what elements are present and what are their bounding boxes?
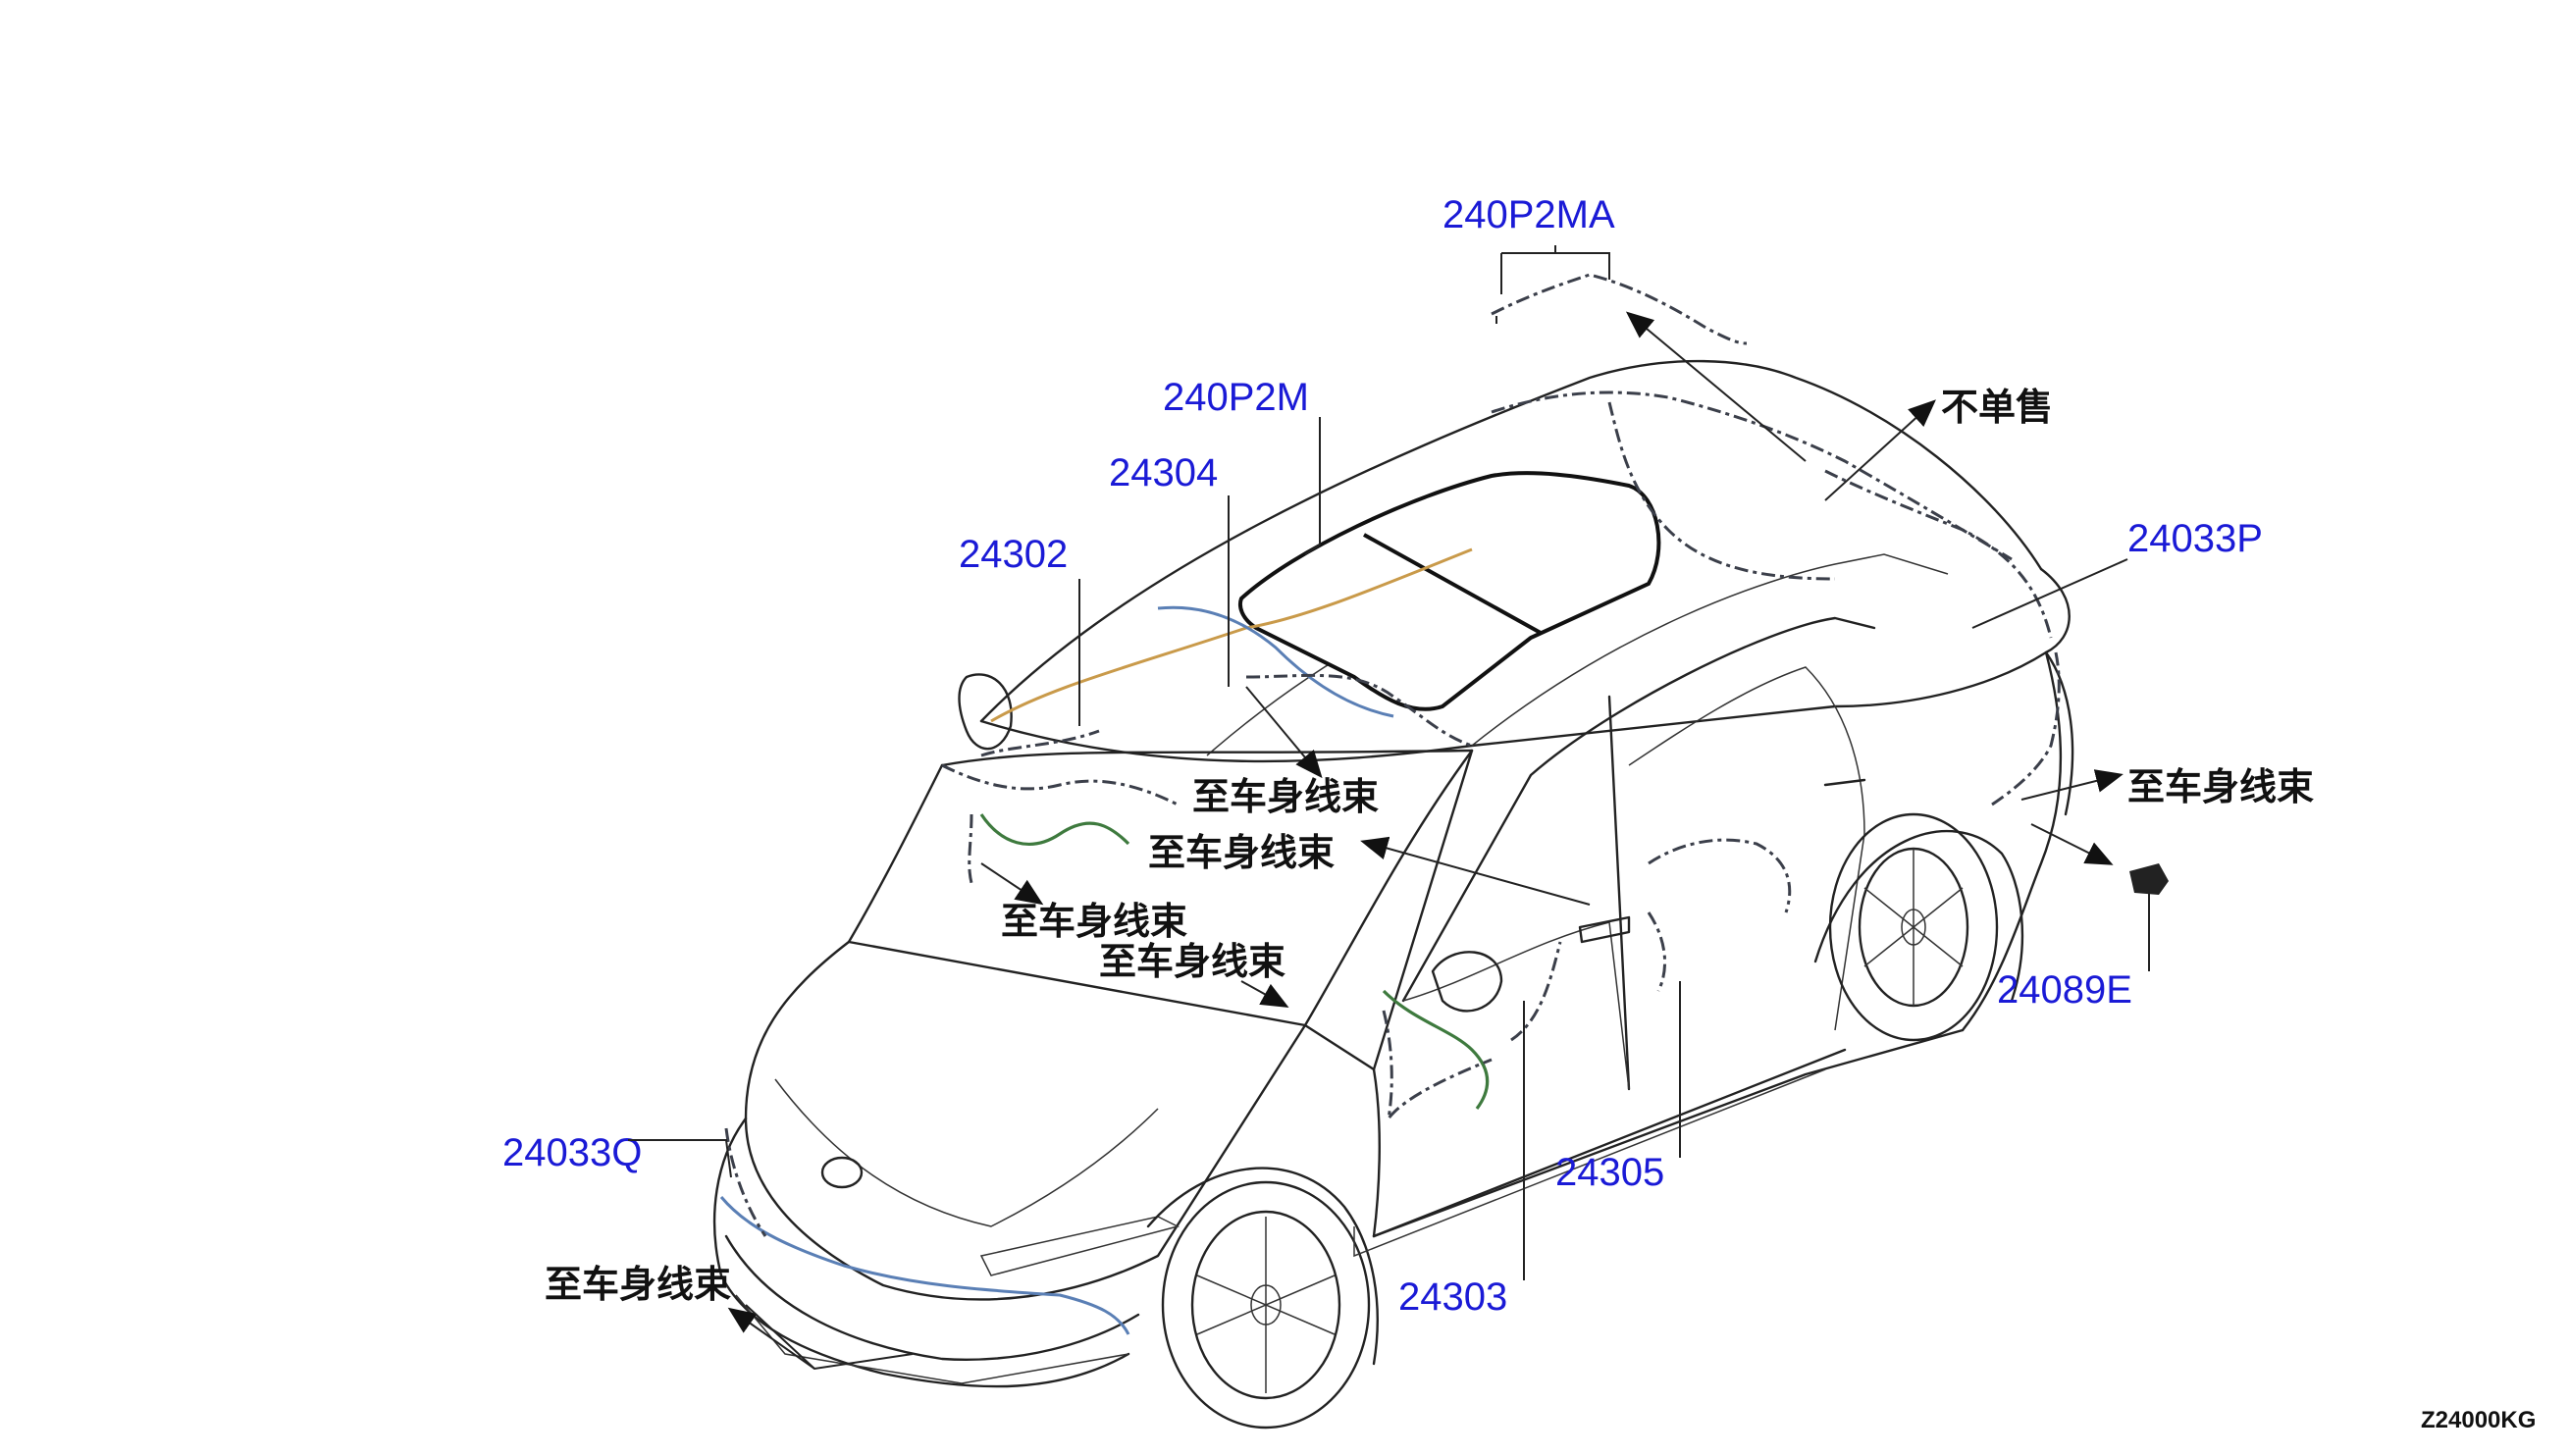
label-24303: 24303: [1398, 1275, 1507, 1319]
part-labels: 240P2MA 240P2M 24304 24302 24033P 24089E…: [502, 193, 2263, 1319]
note-to-body-harness-6: 至车身线束: [545, 1263, 731, 1306]
label-24304: 24304: [1109, 451, 1218, 494]
label-24033Q: 24033Q: [502, 1131, 642, 1174]
note-to-body-harness-4: 至车身线束: [1099, 940, 1285, 983]
note-labels: 不单售 至车身线束 至车身线束 至车身线束 至车身线束 至车身线束 至车身线束: [545, 386, 2314, 1306]
drawing-code: Z24000KG: [2421, 1407, 2536, 1433]
label-24305: 24305: [1555, 1151, 1664, 1194]
label-24089E: 24089E: [1997, 968, 2132, 1012]
label-24302: 24302: [959, 533, 1068, 576]
label-240P2M: 240P2M: [1163, 376, 1309, 419]
label-240P2MA: 240P2MA: [1442, 193, 1615, 236]
connector-24089E-icon: [2129, 863, 2169, 895]
sunroof: [1237, 471, 1661, 711]
note-not-sold: 不单售: [1941, 386, 2053, 429]
leader-lines: [628, 245, 2169, 1371]
note-to-body-harness-1: 至车身线束: [1192, 775, 1379, 818]
note-to-body-harness-3: 至车身线束: [1001, 900, 1187, 943]
label-24033P: 24033P: [2127, 517, 2263, 560]
note-to-body-harness-5: 至车身线束: [2127, 765, 2314, 808]
note-to-body-harness-2: 至车身线束: [1148, 831, 1335, 874]
car-outline: [712, 359, 2074, 1430]
